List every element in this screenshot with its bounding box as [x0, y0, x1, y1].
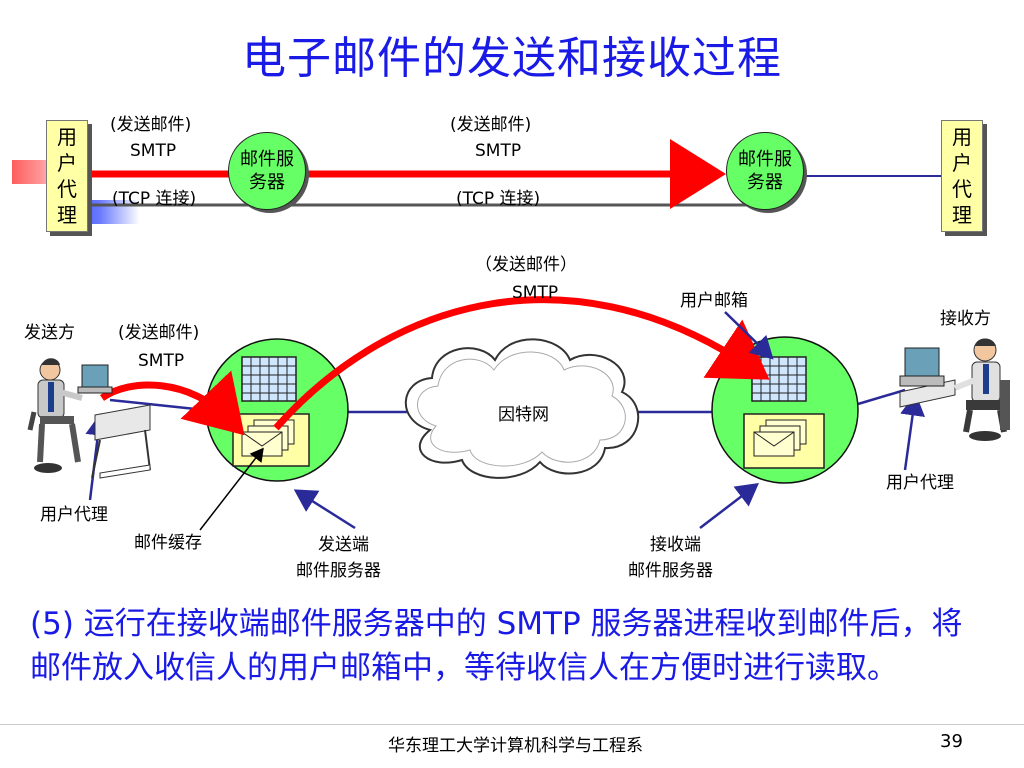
- smtp-label-bottom-left: SMTP: [138, 351, 185, 371]
- smtp-label-bottom-top: SMTP: [512, 283, 559, 303]
- send-label-bottom-left: (发送邮件): [118, 323, 200, 343]
- send-label-mid: (发送邮件): [450, 115, 532, 135]
- page-title: 电子邮件的发送和接收过程: [242, 33, 782, 84]
- send-label-bottom-top: （发送邮件）: [475, 255, 577, 275]
- slide-caption: (5) 运行在接收端邮件服务器中的 SMTP 服务器进程收到邮件后，将邮件放入收…: [30, 606, 963, 686]
- server-to-receiver-line: [857, 388, 906, 406]
- smtp-arrow-sender: [99, 370, 245, 436]
- sender-grid-icon: [241, 356, 297, 402]
- mail-cache-pointer: [199, 447, 264, 531]
- receiver-server-label-1: 接收端: [650, 535, 701, 555]
- bottom-diagram-svg: [27, 296, 1010, 531]
- sender-to-server-line: [109, 398, 206, 412]
- sender-person-icon: [27, 358, 151, 479]
- sender-server-label-1: 发送端: [318, 535, 369, 555]
- sender-server-label-2: 邮件服务器: [296, 561, 381, 581]
- internet-cloud-icon: [404, 338, 640, 479]
- receiver-server-label-2: 邮件服务器: [628, 561, 713, 581]
- receiver-server-pointer: [699, 482, 759, 529]
- receiver-person-icon: [899, 338, 1010, 441]
- smtp-label-left: SMTP: [130, 141, 177, 161]
- mailbox-grid-icon: [751, 356, 807, 402]
- sender-server-pointer: [293, 489, 356, 530]
- smtp-label-mid: SMTP: [475, 141, 522, 161]
- tcp-label-mid: (TCP 连接): [456, 189, 541, 209]
- user-agent-left-label: 用户代理: [40, 505, 108, 525]
- page-number: 39: [940, 731, 963, 752]
- send-label-left: (发送邮件): [110, 115, 192, 135]
- user-agent-right-pointer: [900, 393, 925, 471]
- top-diagram-svg: [90, 139, 945, 209]
- user-agent-box-right: 用户代理: [941, 120, 983, 232]
- sender-envelope-icon: [232, 413, 310, 467]
- receiver-envelope-icon: [743, 413, 825, 469]
- receiver-label: 接收方: [940, 309, 991, 329]
- sender-label: 发送方: [24, 323, 75, 343]
- tcp-label-left: (TCP 连接): [112, 189, 197, 209]
- mailbox-label: 用户邮箱: [680, 291, 748, 311]
- smtp-arrow-internet: [273, 296, 770, 431]
- user-agent-box-left: 用户代理: [46, 120, 88, 232]
- mailbox-pointer: [724, 311, 774, 360]
- mail-server-right: 邮件服务器: [726, 132, 804, 210]
- mail-server-left: 邮件服务器: [228, 132, 306, 210]
- user-agent-right-label: 用户代理: [886, 473, 954, 493]
- footer-divider: [0, 724, 1024, 725]
- internet-label: 因特网: [498, 405, 549, 425]
- mail-cache-label: 邮件缓存: [134, 533, 202, 553]
- footer-text: 华东理工大学计算机科学与工程系: [388, 736, 643, 756]
